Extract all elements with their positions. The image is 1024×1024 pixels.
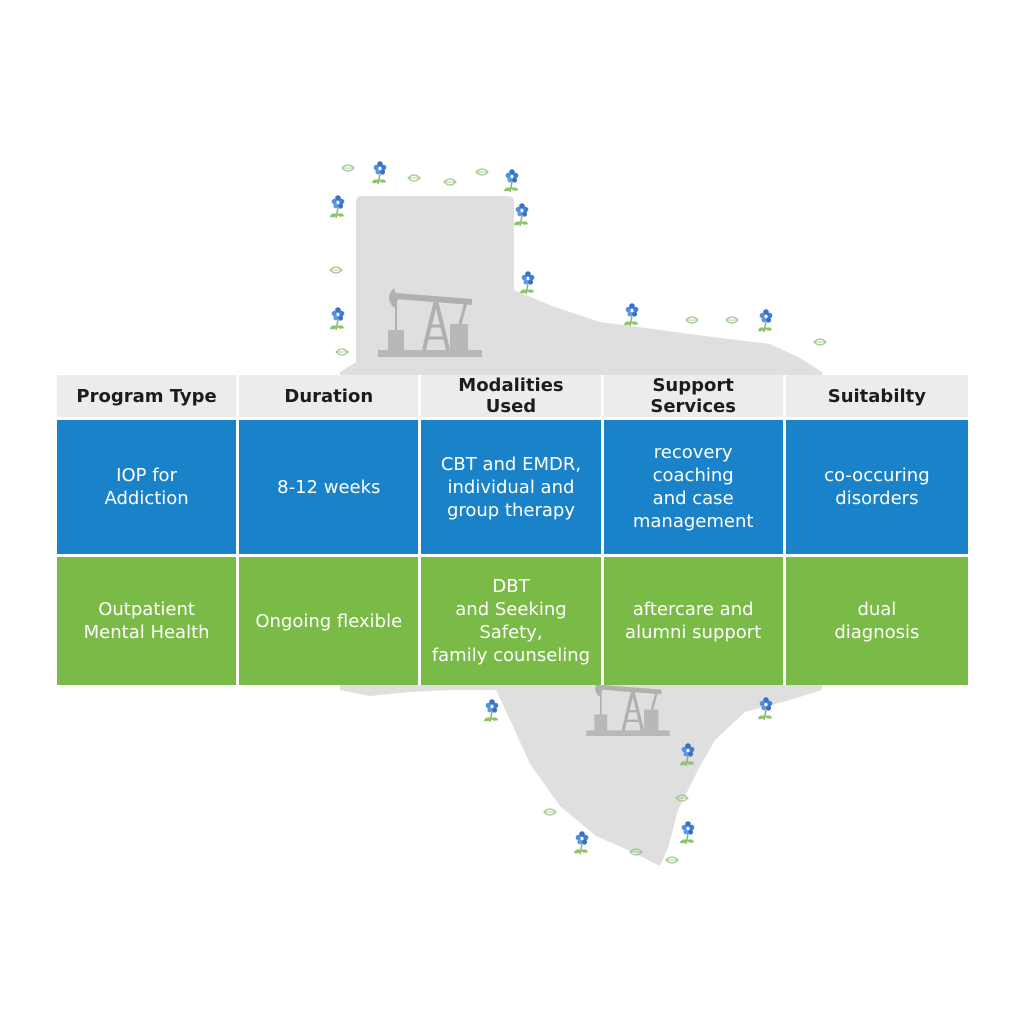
- table-cell: CBT and EMDR, individual and group thera…: [421, 420, 604, 557]
- table-header-row: Program Type Duration Modalities Used Su…: [57, 375, 968, 420]
- header-modalities-used: Modalities Used: [421, 375, 604, 420]
- table-cell: aftercare and alumni support: [603, 557, 786, 685]
- table-row: Outpatient Mental Health Ongoing flexibl…: [57, 557, 968, 685]
- table-cell: Outpatient Mental Health: [57, 557, 240, 685]
- table-cell: recovery coaching and case management: [603, 420, 786, 557]
- header-program-type: Program Type: [57, 375, 240, 420]
- table-cell: dual diagnosis: [785, 557, 968, 685]
- header-duration: Duration: [239, 375, 422, 420]
- table-cell: DBT and Seeking Safety, family counselin…: [421, 557, 604, 685]
- header-suitability: Suitabilty: [785, 375, 968, 420]
- table-cell: 8-12 weeks: [239, 420, 422, 557]
- table-cell: co-occuring disorders: [785, 420, 968, 557]
- program-comparison-table: Program Type Duration Modalities Used Su…: [57, 375, 968, 685]
- header-support-services: Support Services: [603, 375, 786, 420]
- table-row: IOP for Addiction 8-12 weeks CBT and EMD…: [57, 420, 968, 557]
- table-cell: IOP for Addiction: [57, 420, 240, 557]
- table-cell: Ongoing flexible: [239, 557, 422, 685]
